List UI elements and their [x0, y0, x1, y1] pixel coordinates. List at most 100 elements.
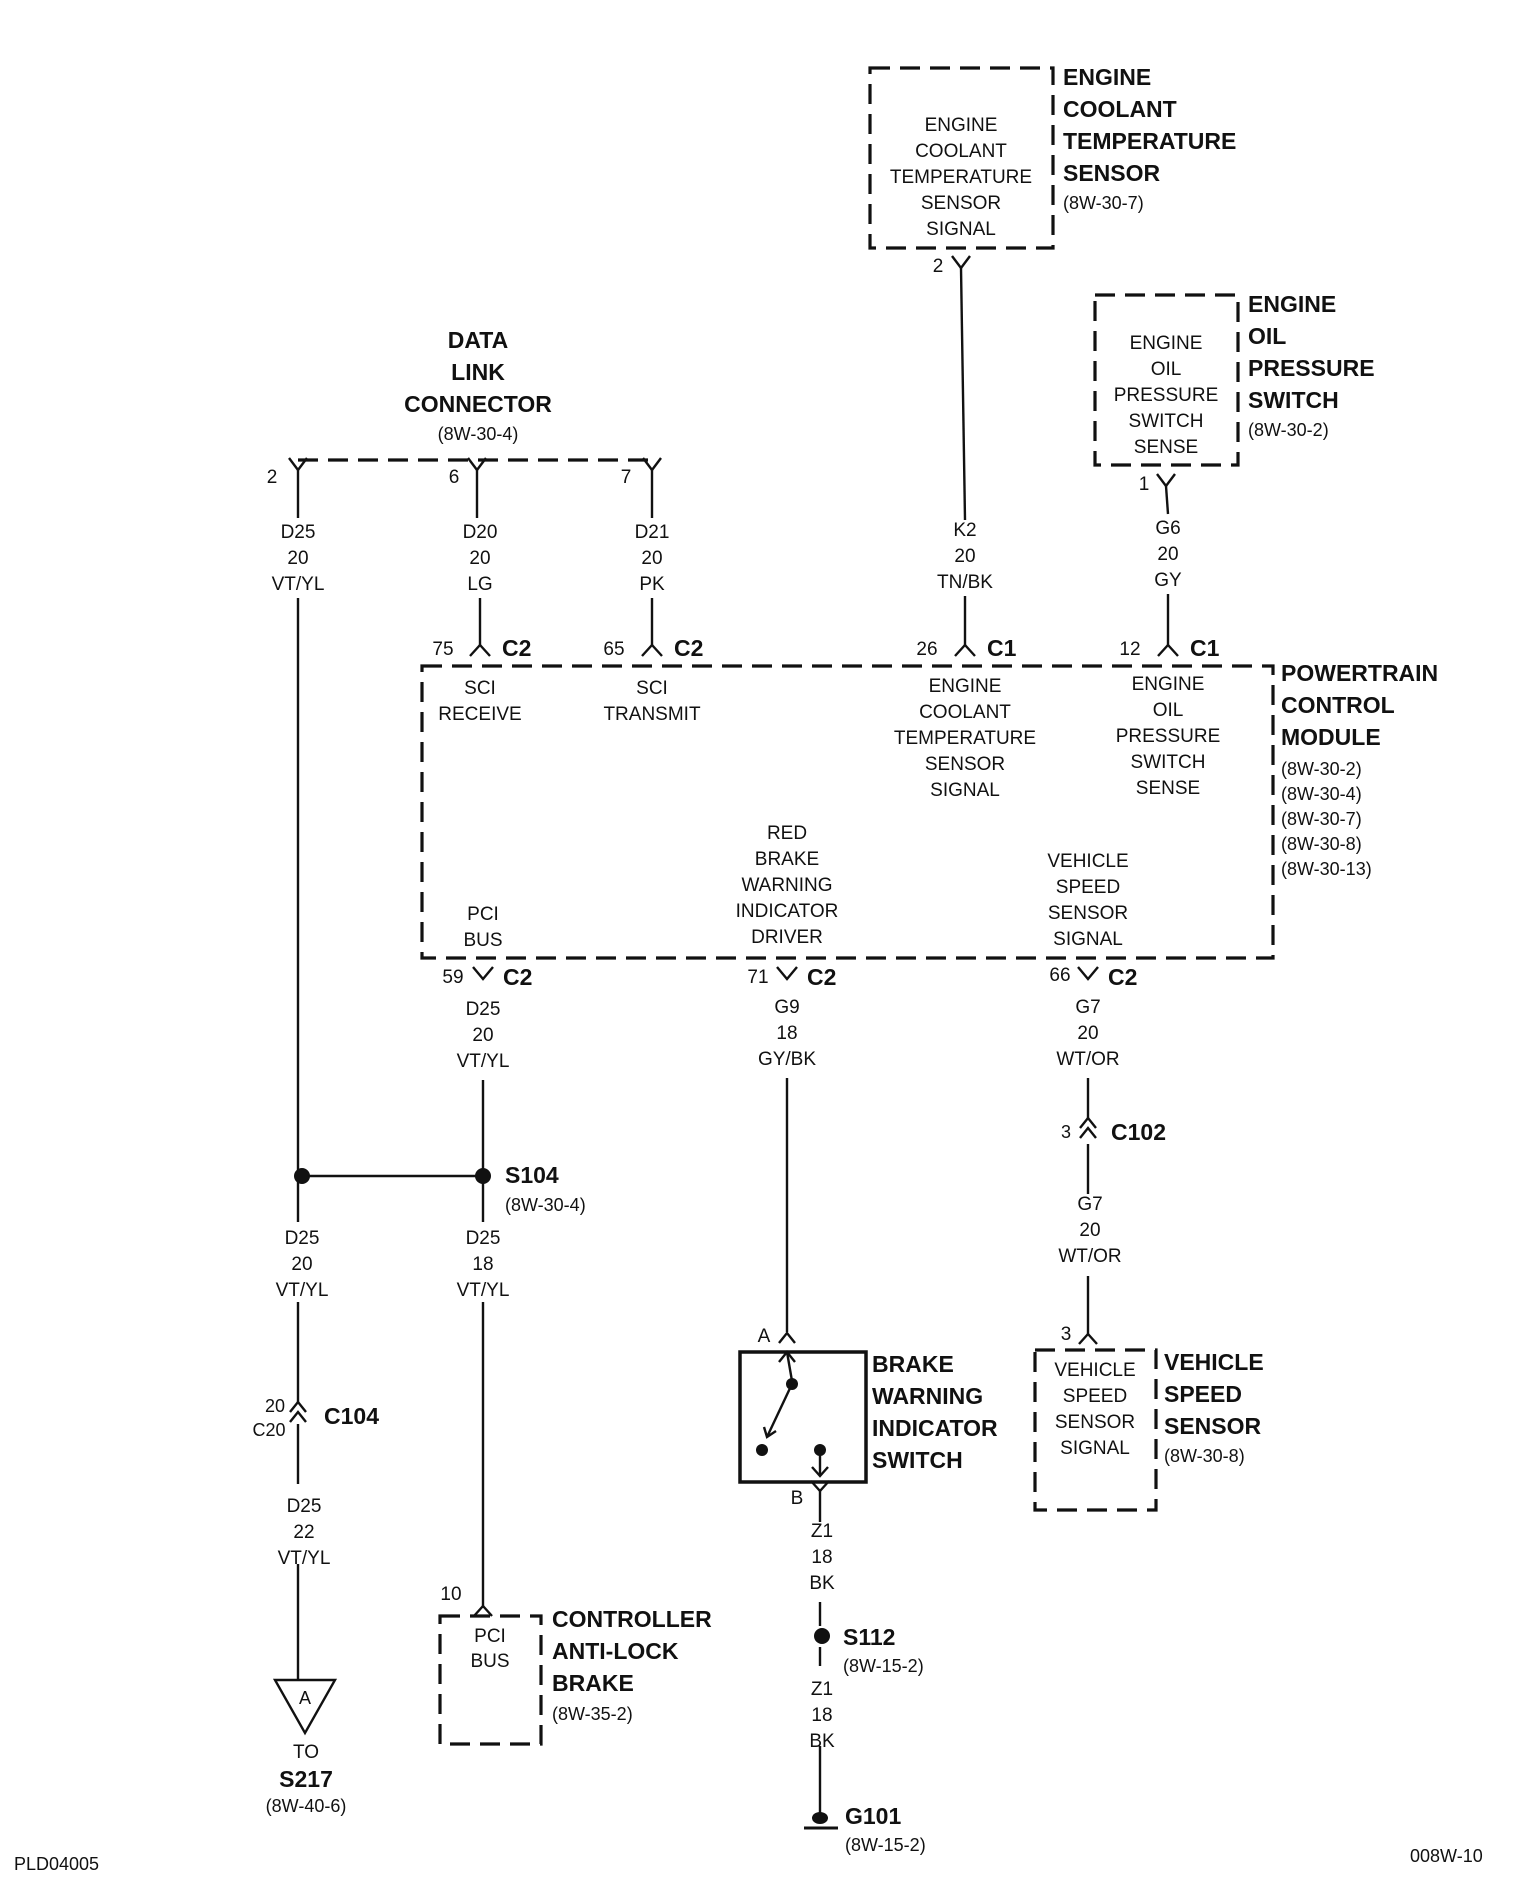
pcm-pin-number: 26 — [916, 639, 937, 660]
pcm-title: CONTROL — [1281, 692, 1395, 718]
pcm-pin-label: INDICATOR — [736, 901, 839, 922]
svg-text:20: 20 — [1157, 544, 1178, 565]
wire-label-z1b: Z1 18 BK — [809, 1679, 835, 1752]
pcm-ref: (8W-30-8) — [1281, 834, 1362, 854]
wire-label-z1a: Z1 18 BK — [809, 1521, 835, 1594]
svg-text:GY/BK: GY/BK — [758, 1049, 816, 1070]
svg-text:WT/OR: WT/OR — [1056, 1049, 1119, 1070]
eops-inner-line: ENGINE — [1130, 333, 1203, 354]
offpage-ref: (8W-40-6) — [266, 1796, 347, 1816]
svg-text:G7: G7 — [1075, 997, 1100, 1018]
cab-inner-line: PCI — [474, 1626, 506, 1647]
c102-label: C102 — [1111, 1119, 1166, 1145]
svg-text:D25: D25 — [466, 999, 501, 1020]
svg-text:18: 18 — [811, 1547, 832, 1568]
dlc-pin: 7 — [621, 467, 632, 488]
splice-s112: S112 (8W-15-2) — [814, 1624, 924, 1676]
c104-pin: C20 — [252, 1420, 285, 1440]
svg-text:LG: LG — [467, 574, 492, 595]
cab-title: BRAKE — [552, 1670, 634, 1696]
eops-title: OIL — [1248, 323, 1286, 349]
eops-inner-line: PRESSURE — [1114, 385, 1219, 406]
pcm-connector-id: C2 — [1108, 964, 1137, 990]
c104-label: C104 — [324, 1403, 379, 1429]
wire-label-g7b: G7 20 WT/OR — [1058, 1194, 1121, 1267]
pcm-pin-label: OIL — [1153, 700, 1184, 721]
ects-inner-line: SENSOR — [921, 193, 1001, 214]
pcm-pin-label: SENSOR — [925, 754, 1005, 775]
pcm-pin-label: WARNING — [741, 875, 832, 896]
pcm-pin-label: ENGINE — [929, 676, 1002, 697]
vss-pin: 3 — [1061, 1324, 1072, 1345]
bwis-component: A B BRAKE WARNING INDICATOR SWITCH — [738, 1326, 998, 1509]
pcm-pin-number: 59 — [442, 967, 463, 988]
pcm-component: POWERTRAIN CONTROL MODULE (8W-30-2) (8W-… — [420, 635, 1438, 990]
pcm-ref: (8W-30-4) — [1281, 784, 1362, 804]
eops-title: PRESSURE — [1248, 355, 1375, 381]
vss-ref: (8W-30-8) — [1164, 1446, 1245, 1466]
pcm-pin-label: TEMPERATURE — [894, 728, 1036, 749]
ects-pin: 2 — [933, 256, 944, 277]
pcm-pin-label: RECEIVE — [438, 704, 521, 725]
vss-inner-line: SIGNAL — [1060, 1438, 1130, 1459]
pcm-pin-label: ENGINE — [1132, 674, 1205, 695]
vss-inner-line: SENSOR — [1055, 1412, 1135, 1433]
pcm-ref: (8W-30-7) — [1281, 809, 1362, 829]
ects-ref: (8W-30-7) — [1063, 193, 1144, 213]
offpage-to: TO — [293, 1742, 319, 1763]
s112-label: S112 — [843, 1624, 895, 1650]
wire-label-g9: G9 18 GY/BK — [758, 997, 816, 1070]
svg-text:G7: G7 — [1077, 1194, 1102, 1215]
ects-component: ENGINE COOLANT TEMPERATURE SENSOR SIGNAL… — [868, 64, 1236, 277]
svg-text:18: 18 — [811, 1705, 832, 1726]
ects-title: COOLANT — [1063, 96, 1177, 122]
svg-text:K2: K2 — [953, 520, 976, 541]
eops-pin: 1 — [1139, 474, 1150, 495]
svg-text:22: 22 — [293, 1522, 314, 1543]
svg-text:G9: G9 — [774, 997, 799, 1018]
s112-ref: (8W-15-2) — [843, 1656, 924, 1676]
pcm-connector-id: C1 — [1190, 635, 1220, 661]
ects-inner-line: ENGINE — [925, 115, 998, 136]
connector-c102: 3 C102 — [1061, 1116, 1166, 1145]
ects-title: ENGINE — [1063, 64, 1151, 90]
eops-inner-line: OIL — [1151, 359, 1182, 380]
vss-component: 3 VEHICLE SPEED SENSOR SIGNAL VEHICLE SP… — [1033, 1324, 1264, 1512]
svg-text:PK: PK — [639, 574, 665, 595]
eops-component: ENGINE OIL PRESSURE SWITCH SENSE ENGINE … — [1093, 291, 1375, 495]
pcm-connector-id: C1 — [987, 635, 1017, 661]
ects-title: SENSOR — [1063, 160, 1161, 186]
pcm-pin-label: SENSOR — [1048, 903, 1128, 924]
dlc-pin: 6 — [449, 467, 460, 488]
svg-text:D20: D20 — [463, 522, 498, 543]
pcm-pin-number: 75 — [432, 639, 453, 660]
svg-text:Z1: Z1 — [811, 1521, 833, 1542]
bwis-title: WARNING — [872, 1383, 983, 1409]
ects-inner-line: SIGNAL — [926, 219, 996, 240]
cab-pin: 10 — [440, 1584, 461, 1605]
vss-title: VEHICLE — [1164, 1349, 1264, 1375]
cab-title: CONTROLLER — [552, 1606, 712, 1632]
eops-inner-line: SWITCH — [1129, 411, 1204, 432]
svg-text:Z1: Z1 — [811, 1679, 833, 1700]
wire-label-left-mid: D25 20 VT/YL — [276, 1228, 329, 1301]
pcm-pin-number: 65 — [603, 639, 624, 660]
svg-text:20: 20 — [641, 548, 662, 569]
pcm-ref: (8W-30-13) — [1281, 859, 1372, 879]
pcm-pin-label: SCI — [636, 678, 668, 699]
splice-s104: S104 (8W-30-4) — [475, 1162, 586, 1215]
offpage-dest: S217 — [279, 1766, 333, 1792]
footer-right-code: 008W-10 — [1410, 1846, 1483, 1866]
pcm-pin-label: PRESSURE — [1116, 726, 1221, 747]
pcm-connector-id: C2 — [674, 635, 703, 661]
pcm-pin-number: 12 — [1119, 639, 1140, 660]
svg-text:20: 20 — [469, 548, 490, 569]
pcm-pin-label: SENSE — [1136, 778, 1200, 799]
dlc-title: DATA — [448, 327, 508, 353]
svg-text:20: 20 — [1079, 1220, 1100, 1241]
wire-label-pci: D25 20 VT/YL — [457, 999, 510, 1072]
eops-title: SWITCH — [1248, 387, 1339, 413]
footer-left-code: PLD04005 — [14, 1854, 99, 1874]
vss-title: SPEED — [1164, 1381, 1242, 1407]
bwis-title: SWITCH — [872, 1447, 963, 1473]
